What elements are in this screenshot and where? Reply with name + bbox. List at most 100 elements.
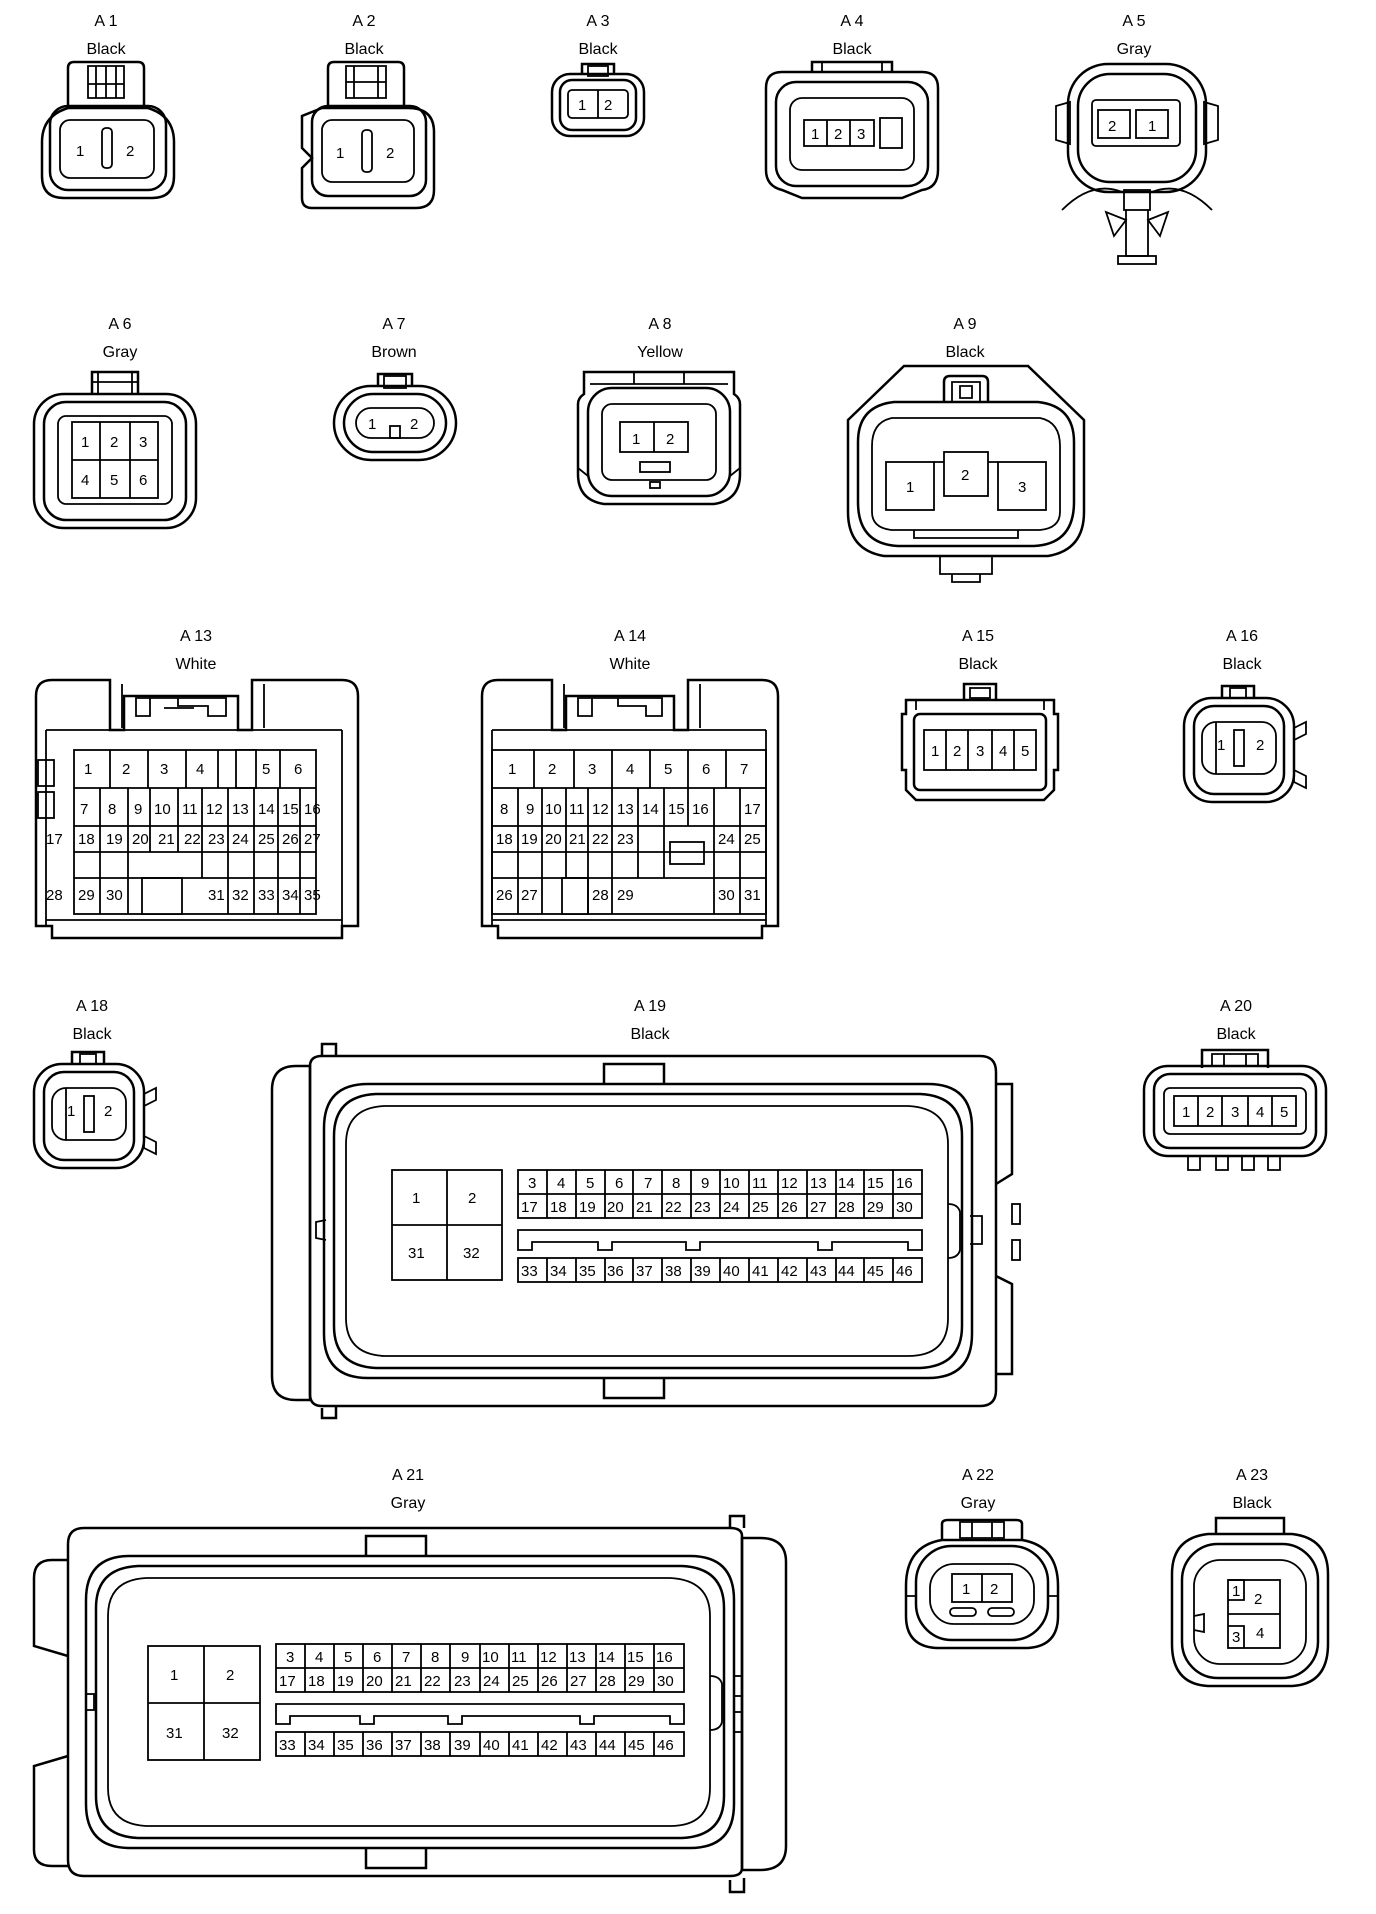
a19-row-3: 33 34 35 36 37 38 39 40 41 42 43 44 45 4… [521,1263,913,1280]
pin-label: 24 [718,831,735,848]
pin-label: 4 [196,761,204,778]
pin-label: 29 [867,1199,884,1216]
connector-color: Black [86,41,126,58]
connector-id: A 18 [75,998,109,1015]
pin-label: 12 [781,1175,798,1192]
connector-color: Black [945,344,985,361]
connector-a4-drawing: 1 2 3 [764,60,940,200]
pin-label: 18 [496,831,513,848]
pin-label: 2 [604,97,612,114]
pin-label: 38 [665,1263,682,1280]
pin-label: 6 [702,761,710,778]
pin-label: 23 [208,831,225,848]
pin-label: 4 [999,743,1007,760]
connector-color: Gray [102,344,138,361]
connector-id: A 6 [108,316,132,333]
pin-label: 10 [154,801,171,818]
pin-label: 8 [672,1175,680,1192]
connector-id: A 5 [1122,13,1146,30]
pin-label: 40 [483,1737,500,1754]
pin-label: 1 [1182,1104,1190,1121]
connector-a22-drawing: 1 2 [904,1518,1060,1650]
pin-label: 21 [569,831,586,848]
a19-row-2: 17 18 19 20 21 22 23 24 25 26 27 28 29 3… [521,1199,913,1216]
pin-label: 13 [617,801,634,818]
pin-label: 25 [744,831,761,848]
pin-label: 1 [632,431,640,448]
pin-label: 3 [976,743,984,760]
a14-pin-grid [491,749,767,915]
connector-id: A 15 [961,628,995,645]
pin-label: 31 [166,1725,183,1742]
pin-label: 32 [222,1725,239,1742]
pin-label: 1 [1232,1583,1240,1600]
pin-label: 31 [408,1245,425,1262]
pin-label: 43 [570,1737,587,1754]
pin-label: 41 [512,1737,529,1754]
pin-label: 31 [744,887,761,904]
connector-a18-drawing: 1 2 [32,1050,157,1170]
pin-label: 29 [78,887,95,904]
pin-label: 19 [521,831,538,848]
pin-label: 2 [1256,737,1264,754]
pin-label: 16 [304,801,321,818]
connector-id: A 4 [840,13,864,30]
connector-a14-drawing: 1 2 3 4 5 6 7 8 9 10 11 12 13 14 15 16 1… [480,678,780,940]
pin-label: 24 [232,831,249,848]
pin-label: 3 [1231,1104,1239,1121]
connector-color: White [609,656,651,673]
pin-label: 13 [569,1649,586,1666]
pin-label: 14 [258,801,275,818]
a21-big-pins [147,1645,261,1761]
pin-label: 46 [657,1737,674,1754]
pin-label: 2 [548,761,556,778]
pin-label: 28 [592,887,609,904]
pin-label: 41 [752,1263,769,1280]
pin-label: 1 [67,1103,75,1120]
pin-label: 19 [579,1199,596,1216]
connector-a6-drawing: 1 2 3 4 5 6 [32,370,198,530]
pin-label: 5 [1280,1104,1288,1121]
pin-label: 18 [78,831,95,848]
pin-label: 44 [599,1737,616,1754]
pin-label: 7 [740,761,748,778]
pin-label: 27 [521,887,538,904]
pin-label: 42 [781,1263,798,1280]
pin-label: 37 [395,1737,412,1754]
pin-label: 46 [896,1263,913,1280]
pin-label: 1 [811,126,819,143]
pin-label: 16 [896,1175,913,1192]
pin-label: 34 [308,1737,325,1754]
pin-label: 36 [366,1737,383,1754]
connector-a16-drawing: 1 2 [1182,684,1307,804]
connector-color: Yellow [637,344,683,361]
pin-label: 18 [308,1673,325,1690]
pin-label: 33 [521,1263,538,1280]
connector-color: Gray [1116,41,1152,58]
pin-label: 5 [1021,743,1029,760]
pin-label: 8 [108,801,116,818]
connector-color: Black [1216,1026,1256,1043]
pin-label: 24 [483,1673,500,1690]
pin-label: 30 [106,887,123,904]
pin-label: 14 [838,1175,855,1192]
pin-label: 2 [953,743,961,760]
connector-id: A 21 [391,1467,425,1484]
pin-label: 22 [424,1673,441,1690]
a19-big-pins [391,1169,503,1281]
pin-label: 25 [512,1673,529,1690]
connector-a9-drawing: 1 2 3 [846,364,1086,583]
connector-a20-drawing: 1 2 3 4 5 [1142,1048,1328,1171]
a21-row-3: 33 34 35 36 37 38 39 40 41 42 43 44 45 4… [279,1737,674,1754]
pin-label: 11 [182,801,198,818]
pin-label: 1 [170,1667,178,1684]
pin-label: 22 [592,831,609,848]
pin-label: 42 [541,1737,558,1754]
pin-label: 35 [579,1263,596,1280]
connector-color: Gray [960,1495,996,1512]
pin-label: 1 [336,145,344,162]
pin-label: 1 [81,434,89,451]
pin-label: 7 [644,1175,652,1192]
pin-label: 6 [139,472,147,489]
pin-label: 6 [615,1175,623,1192]
